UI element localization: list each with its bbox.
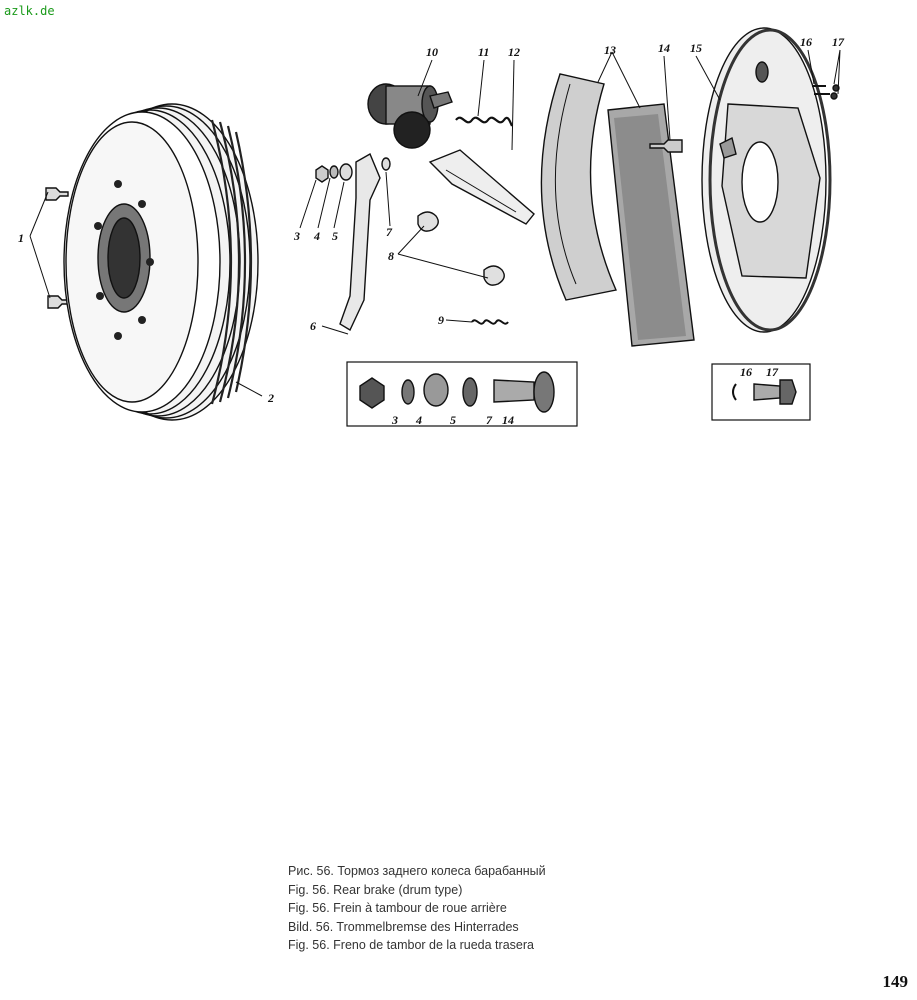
label-15: 15	[690, 41, 702, 55]
spring-clips-illustration	[417, 211, 505, 286]
inset-label-16: 16	[740, 365, 752, 379]
label-1: 1	[18, 231, 24, 245]
wheel-cylinder-illustration	[367, 83, 453, 149]
inset-label-3: 3	[391, 413, 398, 427]
caption-line-es: Fig. 56. Freno de tambor de la rueda tra…	[288, 938, 534, 952]
inset-label-4: 4	[415, 413, 422, 427]
inset-label-7: 7	[486, 413, 493, 427]
label-5: 5	[332, 229, 338, 243]
figure-caption: Рис. 56. Тормоз заднего колеса барабанны…	[288, 862, 546, 955]
label-10: 10	[426, 45, 438, 59]
caption-line-de: Bild. 56. Trommelbremse des Hinterrades	[288, 919, 519, 934]
label-8: 8	[388, 249, 394, 263]
caption-line-ru: Рис. 56. Тормоз заднего колеса барабанны…	[288, 864, 546, 878]
backing-plate-illustration	[701, 27, 832, 333]
parking-lever-illustration	[428, 149, 535, 225]
watermark: azlk.de	[4, 4, 55, 18]
caption-line-fr: Fig. 56. Frein à tambour de roue arrière	[288, 901, 507, 915]
label-6: 6	[310, 319, 316, 333]
brake-shoes-illustration	[540, 73, 695, 347]
label-17: 17	[832, 35, 845, 49]
label-9: 9	[438, 313, 444, 327]
anchor-bolt-illustration	[649, 139, 683, 153]
label-4: 4	[313, 229, 320, 243]
hardware-inset-right	[711, 363, 811, 421]
label-13: 13	[604, 43, 616, 57]
small-spring-illustration	[471, 319, 509, 325]
screws-illustration	[812, 84, 840, 100]
inset-label-17: 17	[766, 365, 779, 379]
caption-line-en: Fig. 56. Rear brake (drum type)	[288, 882, 463, 897]
label-2: 2	[267, 391, 274, 405]
label-7: 7	[386, 225, 393, 239]
label-14: 14	[658, 41, 670, 55]
brake-drum-illustration	[63, 103, 259, 421]
page-number: 149	[882, 972, 909, 991]
inset-label-14: 14	[502, 413, 514, 427]
inset-label-5: 5	[450, 413, 456, 427]
label-16: 16	[800, 35, 812, 49]
hardware-inset-left	[346, 361, 578, 427]
label-12: 12	[508, 45, 520, 59]
return-spring-illustration	[455, 116, 513, 127]
label-11: 11	[478, 45, 489, 59]
lever-assembly-illustration	[315, 152, 391, 331]
label-3: 3	[293, 229, 300, 243]
